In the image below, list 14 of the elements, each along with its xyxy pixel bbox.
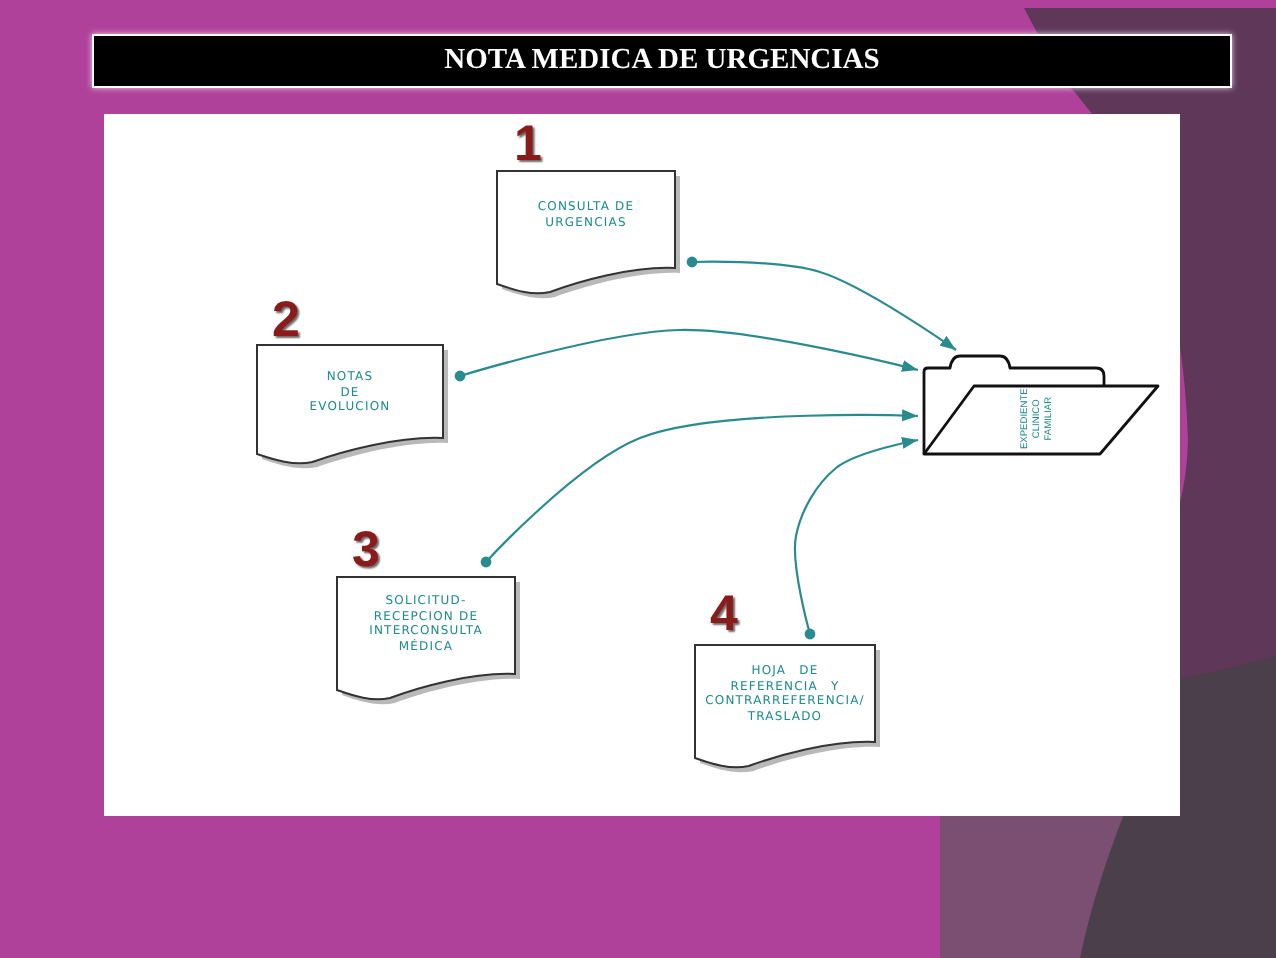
curved-arrow (454, 328, 919, 382)
curved-arrow (793, 437, 919, 640)
document-shape (694, 644, 882, 776)
folder-shape (920, 352, 1164, 460)
curved-arrow (686, 256, 957, 351)
document-shape (256, 344, 450, 472)
callout-number: 3 (352, 526, 380, 576)
slide-title: NOTA MEDICA DE URGENCIAS (92, 34, 1232, 88)
callout-number: 1 (514, 120, 542, 170)
curved-arrow (480, 409, 919, 568)
document-shape (496, 170, 682, 302)
document-shape (336, 576, 522, 708)
callout-number: 4 (710, 590, 738, 640)
callout-number: 2 (272, 296, 300, 346)
